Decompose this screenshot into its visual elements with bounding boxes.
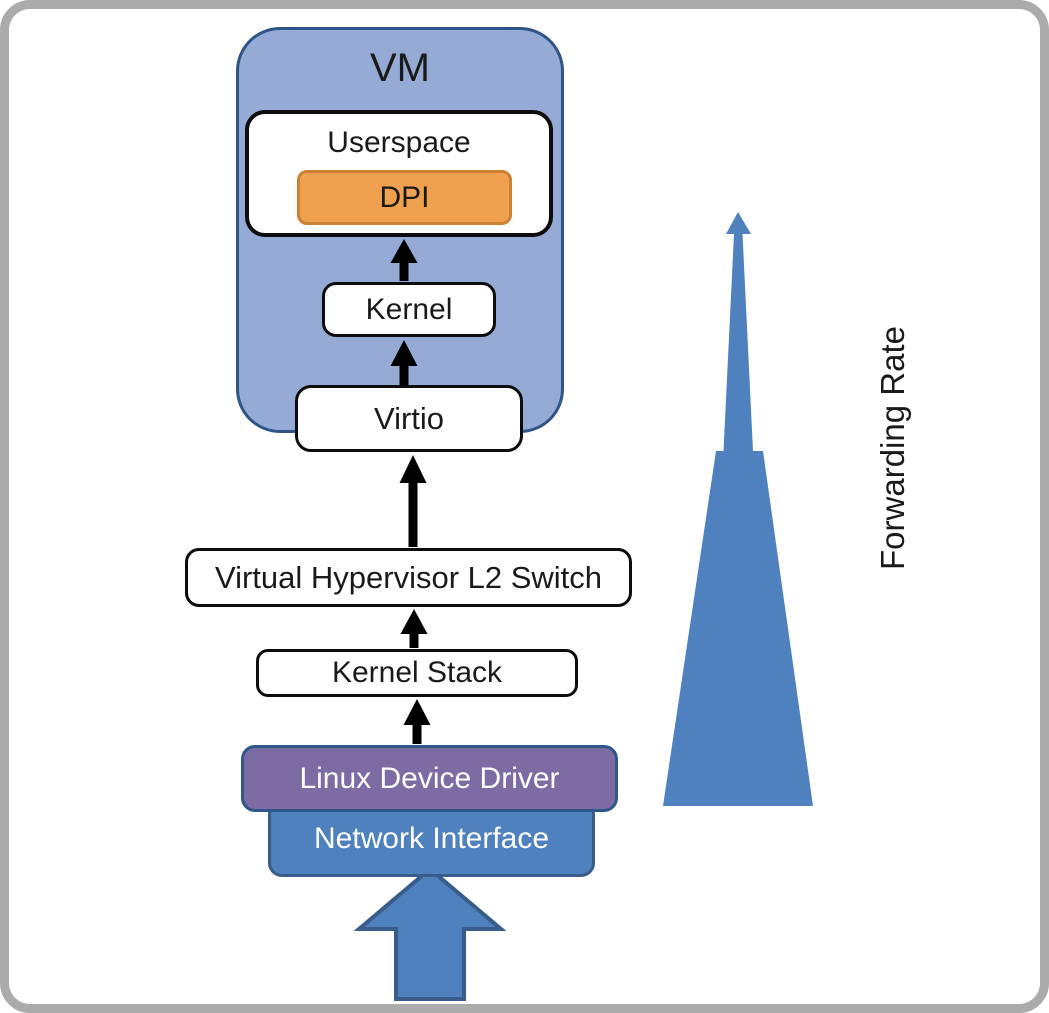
flow-arrow-virtio-to-kernel-icon <box>390 340 418 385</box>
forwarding-rate-arrow-icon <box>663 212 813 806</box>
flow-arrow-kernel-to-userspace-icon <box>390 239 418 281</box>
flow-arrow-switch-to-virtio-icon <box>399 455 427 547</box>
kernel-box: Kernel <box>322 282 496 337</box>
dpi-box: DPI <box>297 170 512 225</box>
kernel-label: Kernel <box>365 292 453 326</box>
vm-label: VM <box>370 46 430 90</box>
hypervisor-switch-box: Virtual Hypervisor L2 Switch <box>185 548 632 607</box>
linux-device-driver-box: Linux Device Driver <box>241 745 618 812</box>
kernel-stack-label: Kernel Stack <box>331 656 503 689</box>
dpi-label: DPI <box>379 180 430 214</box>
virtio-label: Virtio <box>373 400 445 436</box>
kernel-stack-box: Kernel Stack <box>256 649 578 697</box>
ingress-arrow-icon <box>353 866 507 1001</box>
flow-arrow-kernelstack-to-switch-icon <box>400 609 428 648</box>
linux-device-driver-label: Linux Device Driver <box>299 761 560 795</box>
userspace-label: Userspace <box>327 126 471 159</box>
flow-arrow-driver-to-kernelstack-icon <box>403 699 431 744</box>
hypervisor-switch-label: Virtual Hypervisor L2 Switch <box>214 559 603 595</box>
virtio-box: Virtio <box>295 385 523 452</box>
forwarding-rate-label: Forwarding Rate <box>874 326 911 570</box>
network-interface-label: Network Interface <box>313 821 550 855</box>
